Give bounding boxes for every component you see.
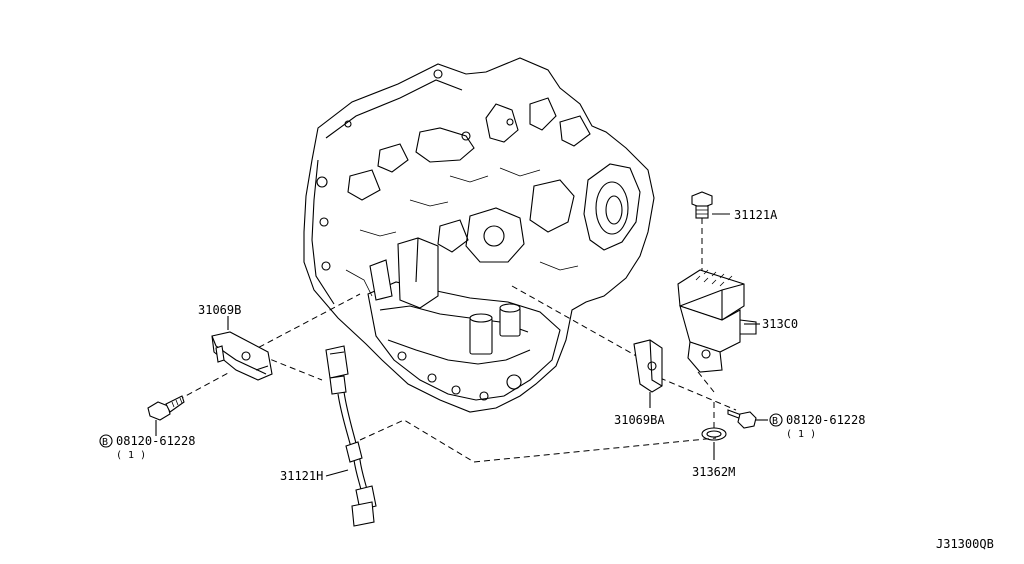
transmission-assembly (303, 57, 655, 413)
label-31121a: 31121A (734, 208, 778, 222)
label-31069b: 31069B (198, 303, 241, 317)
bracket-31069ba (633, 339, 663, 393)
label-bolt-left: 08120-61228 (116, 434, 195, 448)
bolt-right (727, 409, 757, 429)
diagram-reference-code: J31300QB (936, 537, 994, 551)
bolt-symbol-left: B (99, 434, 113, 448)
leader-31121h (325, 469, 349, 477)
assembly-leader-lines (177, 218, 737, 463)
label-31362m: 31362M (692, 465, 735, 479)
bolt-31121a (691, 191, 713, 219)
label-31121h: 31121H (280, 469, 323, 483)
o-ring-31362m (701, 427, 727, 441)
control-unit-313c0 (677, 269, 757, 373)
bolt-left (147, 395, 185, 421)
label-bolt-right-qty: ( 1 ) (786, 429, 816, 440)
bolt-symbol-right-text: B (772, 416, 778, 427)
bolt-symbol-right: B (769, 413, 783, 427)
label-bolt-left-qty: ( 1 ) (116, 450, 146, 461)
label-bolt-right: 08120-61228 (786, 413, 865, 427)
bracket-31069b (211, 331, 273, 381)
label-313c0: 313C0 (762, 317, 798, 331)
label-31069ba: 31069BA (614, 413, 665, 427)
harness-31121h (325, 345, 377, 527)
bolt-symbol-left-text: B (102, 437, 108, 448)
